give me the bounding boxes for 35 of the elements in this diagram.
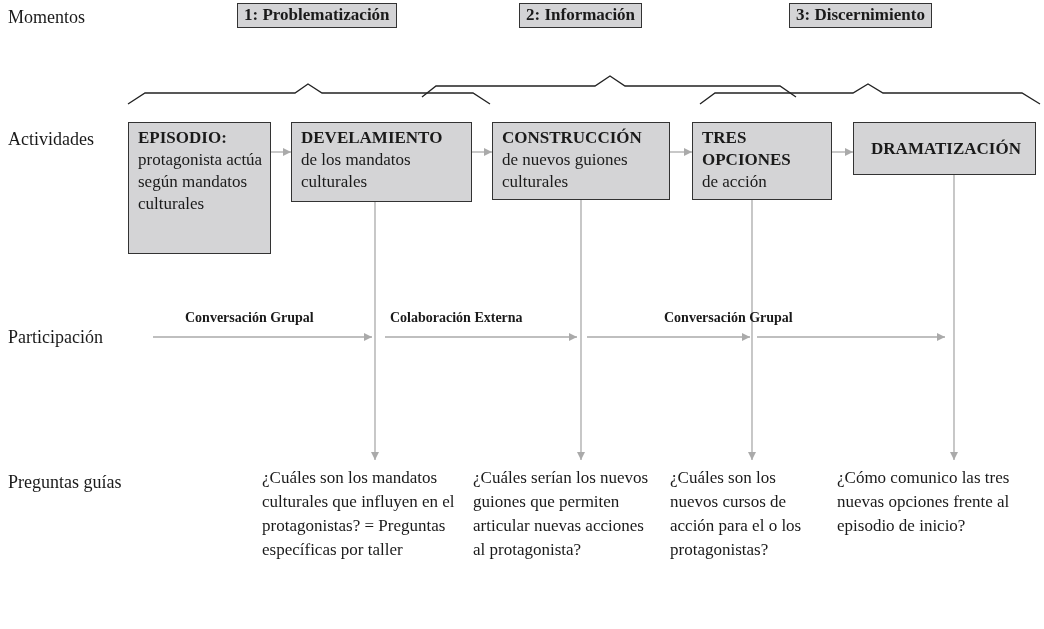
- activity-box: [128, 122, 271, 254]
- arrow: [748, 199, 756, 461]
- arrow: [270, 148, 292, 156]
- guide-question: ¿Cuáles son los nuevos cursos de acción para el o los protagonistas?: [670, 466, 820, 562]
- row-label: Actividades: [8, 129, 94, 150]
- activity-box: [853, 122, 1036, 175]
- arrow: [471, 148, 493, 156]
- participation-label: Conversación Grupal: [664, 310, 793, 326]
- moment-box: 3: Discernimiento: [789, 3, 932, 28]
- moment-box: 2: Información: [519, 3, 643, 28]
- activity-title: EPISODIO:: [138, 127, 228, 149]
- activity-title: DEVELAMIENTO: [301, 127, 444, 149]
- row-label: Preguntas guías: [8, 472, 122, 493]
- guide-question: ¿Cuáles son los mandatos culturales que influyen en el protagonistas? = Preguntas específicas por taller: [262, 466, 462, 562]
- arrow: [950, 174, 958, 461]
- activity-title: DRAMATIZACIÓN: [871, 137, 1021, 160]
- activity-title: CONSTRUCCIÓN: [502, 127, 643, 149]
- activity-box: [291, 122, 472, 202]
- activity-box: [492, 122, 670, 200]
- activity-description: de los mandatos culturales: [301, 149, 412, 193]
- participation-label: Conversación Grupal: [185, 310, 314, 326]
- arrow: [371, 201, 379, 461]
- row-label: Participación: [8, 327, 103, 348]
- arrow: [831, 148, 854, 156]
- moment-box: 1: Problematización: [237, 3, 397, 28]
- arrow: [669, 148, 693, 156]
- guide-question: ¿Cuáles serían los nuevos guiones que permiten articular nuevas acciones al protagonista?: [473, 466, 658, 562]
- participation-label: Colaboración Externa: [390, 310, 523, 326]
- activity-description: protagonista actúa según mandatos culturales: [138, 149, 264, 215]
- activity-description: de acción: [702, 171, 768, 193]
- guide-question: ¿Cómo comunico las tres nuevas opciones frente al episodio de inicio?: [837, 466, 1017, 538]
- row-label: Momentos: [8, 7, 85, 28]
- activity-description: de nuevos guiones culturales: [502, 149, 629, 193]
- activity-box: [692, 122, 832, 200]
- arrow: [577, 199, 585, 461]
